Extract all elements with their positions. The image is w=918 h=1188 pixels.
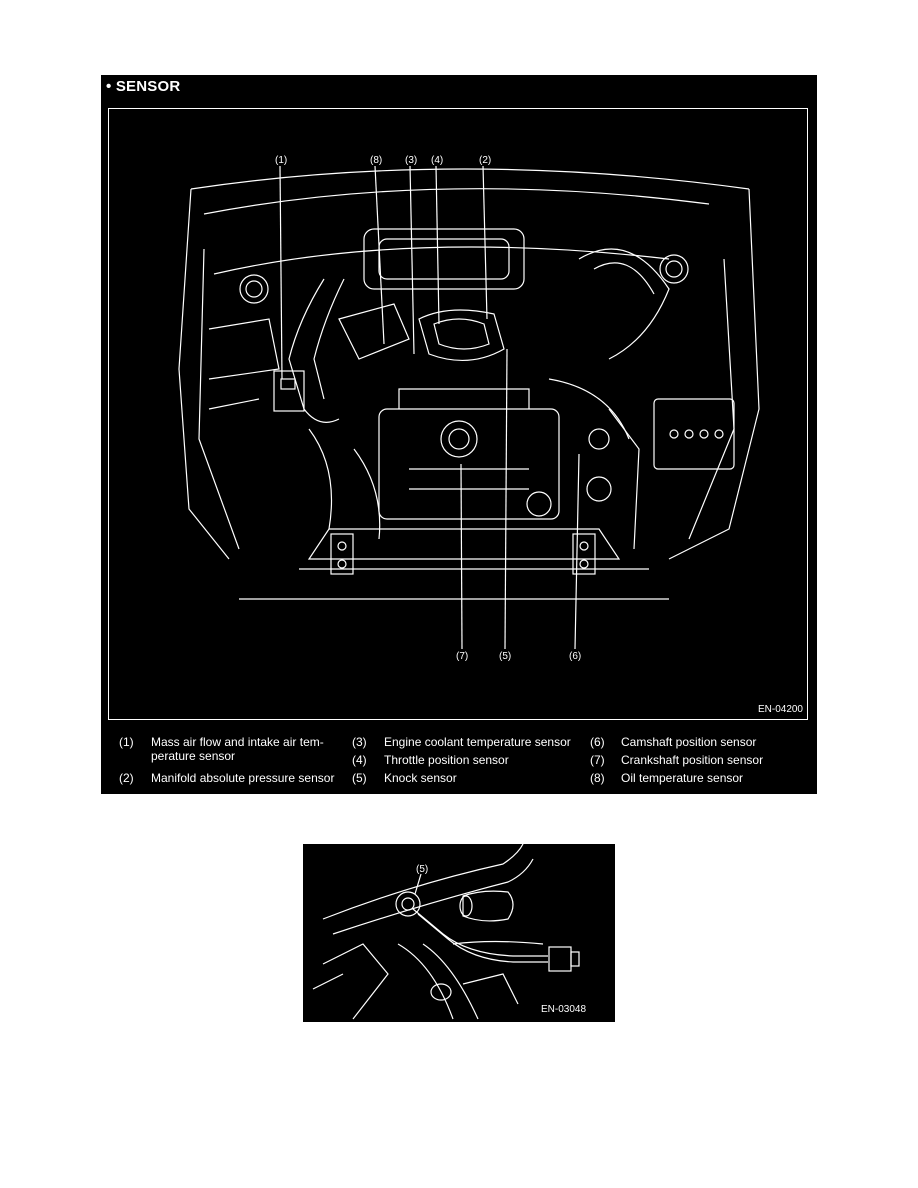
legend-text-3: Engine coolant temperature sensor bbox=[384, 735, 571, 749]
engine-bay-diagram: (1) (8) (3) (4) (2) (7) (5) (6) EN-04200 bbox=[108, 108, 808, 720]
legend-num-3: (3) bbox=[352, 735, 367, 749]
sensor-legend: (1) Mass air flow and intake air tem- pe… bbox=[101, 731, 817, 791]
callout-1: (1) bbox=[275, 155, 288, 166]
legend-text-8: Oil temperature sensor bbox=[621, 771, 744, 785]
legend-num-6: (6) bbox=[590, 735, 605, 749]
legend-text-1b: perature sensor bbox=[151, 749, 236, 763]
engine-bay-illustration bbox=[178, 165, 760, 650]
knock-callout-5: (5) bbox=[416, 864, 429, 875]
legend-text-5: Knock sensor bbox=[384, 771, 457, 785]
knock-sensor-panel: (5) EN-03048 bbox=[303, 844, 615, 1022]
legend-num-1: (1) bbox=[119, 735, 134, 749]
callout-6: (6) bbox=[569, 651, 582, 662]
legend-text-7: Crankshaft position sensor bbox=[621, 753, 764, 767]
legend-num-2: (2) bbox=[119, 771, 134, 785]
callout-7: (7) bbox=[456, 651, 469, 662]
legend-text-4: Throttle position sensor bbox=[384, 753, 509, 767]
callout-4: (4) bbox=[431, 155, 444, 166]
figure-ref-code: EN-04200 bbox=[757, 704, 803, 715]
legend-num-4: (4) bbox=[352, 753, 367, 767]
sensor-panel: • SENSOR bbox=[101, 75, 817, 794]
knock-sensor-illustration bbox=[312, 844, 580, 1020]
callout-5: (5) bbox=[499, 651, 512, 662]
legend-text-1a: Mass air flow and intake air tem- bbox=[151, 735, 324, 749]
legend-num-7: (7) bbox=[590, 753, 605, 767]
callout-2: (2) bbox=[479, 155, 492, 166]
panel-title: • SENSOR bbox=[106, 78, 181, 95]
legend-num-5: (5) bbox=[352, 771, 367, 785]
legend-text-2: Manifold absolute pressure sensor bbox=[151, 771, 335, 785]
legend-num-8: (8) bbox=[590, 771, 605, 785]
callout-8: (8) bbox=[370, 155, 383, 166]
knock-ref-code: EN-03048 bbox=[541, 1004, 587, 1015]
callout-3: (3) bbox=[405, 155, 418, 166]
legend-text-6: Camshaft position sensor bbox=[621, 735, 757, 749]
